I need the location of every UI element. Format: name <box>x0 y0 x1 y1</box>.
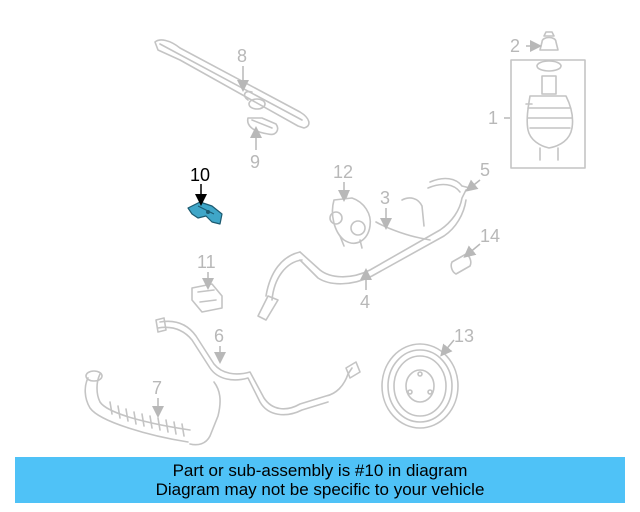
callout-11: 11 <box>197 252 216 272</box>
callout-6: 6 <box>214 326 224 346</box>
callout-14: 14 <box>480 226 500 246</box>
part-14-fitting <box>450 253 472 275</box>
part-7-hose <box>84 370 191 443</box>
leader-14 <box>463 243 481 258</box>
callout-10: 10 <box>190 165 210 185</box>
part-12-pump <box>329 191 372 249</box>
part-3-4-5-lines <box>257 177 471 321</box>
part-6-hose <box>155 317 361 446</box>
callout-3: 3 <box>380 188 390 208</box>
leader-13 <box>440 339 455 357</box>
part-2-cap <box>539 31 559 51</box>
callout-2: 2 <box>510 36 520 56</box>
part-11-bracket <box>191 283 223 313</box>
callout-8: 8 <box>237 46 247 66</box>
callout-9: 9 <box>250 152 260 172</box>
info-banner: Part or sub-assembly is #10 in diagram D… <box>15 457 625 503</box>
callout-1: 1 <box>488 108 498 128</box>
callout-13: 13 <box>454 326 474 346</box>
part-10-highlighted-bracket <box>187 201 223 225</box>
banner-line-2: Diagram may not be specific to your vehi… <box>155 480 485 499</box>
part-1-reservoir <box>510 59 586 169</box>
part-13-pulley <box>381 343 459 429</box>
callout-5: 5 <box>480 160 490 180</box>
leader-5 <box>465 179 481 192</box>
callout-7: 7 <box>152 378 162 398</box>
callout-4: 4 <box>360 292 370 312</box>
part-9-clamp <box>246 117 279 136</box>
banner-line-1: Part or sub-assembly is #10 in diagram <box>172 461 468 480</box>
part-8-bracket-bar <box>154 39 310 129</box>
callout-12: 12 <box>333 162 353 182</box>
